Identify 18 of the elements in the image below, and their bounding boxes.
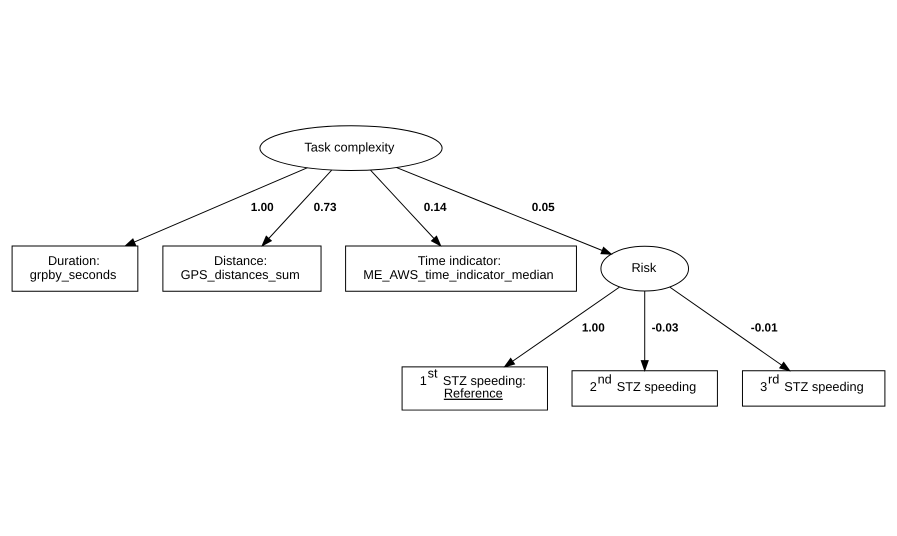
arrow (640, 290, 649, 372)
node-box: Time indicator: ME_AWS_time_indicator_median (345, 246, 577, 292)
edge-label: -0.03 (652, 322, 678, 335)
node-ellipse: Task complexity (259, 125, 443, 171)
edge-label: 0.05 (532, 200, 555, 214)
arrow (261, 170, 332, 247)
edge-label: 1.00 (250, 200, 274, 214)
arrow (503, 286, 620, 368)
arrow (669, 286, 791, 372)
edge-label: 0.14 (424, 200, 447, 214)
edge-label: -0.01 (750, 322, 778, 335)
arrow (396, 167, 613, 255)
edge-label: 0.73 (314, 200, 337, 214)
arrow (370, 170, 442, 247)
edge-label: 1.00 (582, 322, 605, 335)
node-box: Distance: GPS_distances_sum (162, 246, 322, 292)
arrow (124, 167, 308, 247)
node-box: Duration: grpby_seconds (12, 246, 138, 292)
